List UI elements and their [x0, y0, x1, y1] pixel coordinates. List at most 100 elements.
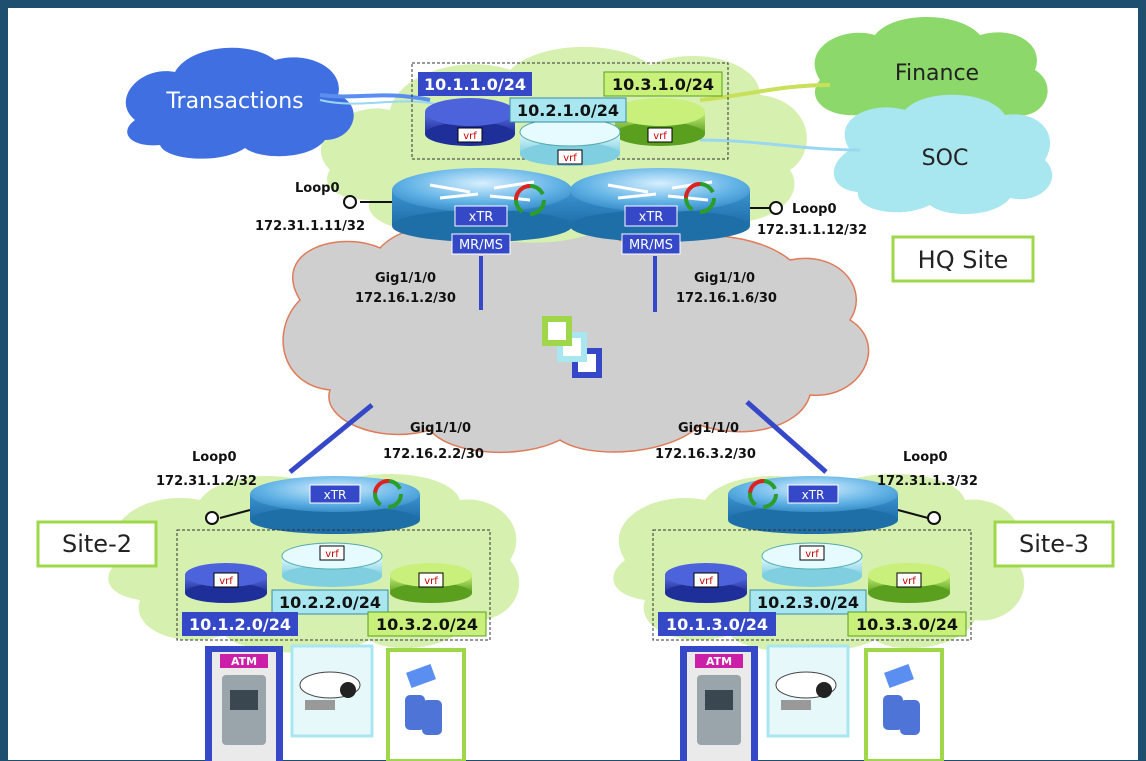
site2-camera-icon: [290, 644, 374, 738]
site3-subnet-3: [847, 611, 967, 637]
site3-loop-icon: [927, 511, 941, 525]
soc-link: [699, 138, 861, 152]
site3-subnet-1: [658, 612, 776, 636]
site2-sync-icon: [373, 479, 403, 509]
site2-loop-icon: [205, 511, 219, 525]
svg-text:xTR: xTR: [324, 488, 347, 502]
hq-subnet-1: [418, 72, 532, 96]
svg-text:Gig1/1/0: Gig1/1/0: [678, 421, 739, 436]
site3-camera-icon: [766, 644, 850, 738]
svg-text:172.31.1.11/32: 172.31.1.11/32: [255, 219, 365, 234]
hq-vrf-router-blue: vrf: [425, 98, 515, 146]
site3-atm-icon: ATM: [680, 646, 758, 761]
svg-text:Loop0: Loop0: [792, 202, 837, 217]
svg-text:MR/MS: MR/MS: [459, 238, 503, 253]
svg-text:Gig1/1/0: Gig1/1/0: [375, 271, 436, 286]
site3-vrf-router-blue: vrf: [665, 563, 747, 603]
site2-vrf-router-cyan: vrf: [281, 542, 383, 587]
svg-text:10.1.1.0/24: 10.1.1.0/24: [424, 75, 526, 94]
site2-subnet-1: [182, 612, 298, 636]
hq-subnet-2: [509, 97, 627, 123]
site2-vrf-router-blue: vrf: [185, 563, 267, 603]
hq-site-box: [891, 235, 1035, 283]
svg-text:ATM: ATM: [706, 655, 732, 668]
site2-site-box: [36, 520, 158, 568]
transactions-cloud: [125, 47, 354, 159]
svg-text:vrf: vrf: [563, 153, 577, 164]
hq-right-xtr-badge: [624, 205, 678, 227]
svg-text:xTR: xTR: [639, 210, 664, 225]
site3-site-box: [993, 520, 1115, 568]
hq-right-mrms-badge: [621, 233, 681, 255]
svg-text:HQ Site: HQ Site: [918, 246, 1009, 274]
svg-text:MR/MS: MR/MS: [629, 238, 673, 253]
svg-text:vrf: vrf: [219, 576, 233, 587]
hq-subnet-3: [603, 71, 723, 97]
site3-loop-line: [897, 509, 929, 519]
svg-text:vrf: vrf: [653, 131, 667, 142]
transactions-label: Transactions: [165, 89, 303, 114]
svg-text:10.1.3.0/24: 10.1.3.0/24: [666, 615, 768, 634]
svg-text:Gig1/1/0: Gig1/1/0: [410, 421, 471, 436]
site2-vrf-router-green: vrf: [390, 563, 472, 603]
svg-text:172.16.2.2/30: 172.16.2.2/30: [383, 447, 484, 462]
finance-label: Finance: [895, 61, 979, 86]
svg-text:xTR: xTR: [469, 210, 494, 225]
site2-bell-icon: [386, 648, 466, 761]
svg-text:172.31.1.12/32: 172.31.1.12/32: [757, 223, 867, 238]
svg-text:Site-3: Site-3: [1019, 530, 1089, 558]
transactions-link-2: [319, 99, 441, 106]
svg-text:ATM: ATM: [231, 655, 257, 668]
hq-left-sync-icon: [514, 184, 546, 216]
svg-text:Gig1/1/0: Gig1/1/0: [694, 271, 755, 286]
site2-atm-icon: ATM: [205, 646, 283, 761]
hq-right-xtr-router: [570, 168, 750, 242]
center-vrf-stack-icon: [542, 316, 602, 378]
hq-left-xtr-badge: [454, 205, 508, 227]
site2-loop-line: [219, 509, 251, 519]
svg-text:xTR: xTR: [802, 488, 825, 502]
site3-gig-link: [745, 400, 828, 474]
svg-text:172.31.1.3/32: 172.31.1.3/32: [877, 474, 978, 489]
site3-xtr-badge: [787, 484, 839, 504]
hq-vrf-router-green: vrf: [615, 98, 705, 146]
svg-text:10.2.2.0/24: 10.2.2.0/24: [279, 593, 381, 612]
svg-text:Loop0: Loop0: [903, 450, 948, 465]
svg-text:vrf: vrf: [902, 576, 916, 587]
svg-text:10.3.1.0/24: 10.3.1.0/24: [612, 75, 714, 94]
svg-text:10.2.3.0/24: 10.2.3.0/24: [757, 593, 859, 612]
svg-text:vrf: vrf: [463, 131, 477, 142]
site3-bell-icon: [864, 648, 944, 761]
vrf-tag: [457, 127, 483, 143]
svg-text:vrf: vrf: [424, 576, 438, 587]
soc-cloud: [833, 94, 1053, 215]
site2-subnet-2: [271, 589, 389, 615]
finance-link: [699, 83, 831, 102]
svg-text:172.16.3.2/30: 172.16.3.2/30: [655, 447, 756, 462]
svg-text:10.3.2.0/24: 10.3.2.0/24: [376, 615, 478, 634]
svg-text:10.3.3.0/24: 10.3.3.0/24: [856, 615, 958, 634]
hq-vrf-router-cyan: vrf: [519, 117, 621, 166]
site3-sync-icon: [748, 479, 778, 509]
site3-subnet-2: [749, 589, 867, 615]
hq-right-sync-icon: [684, 182, 716, 214]
site3-vrf-router-cyan: vrf: [761, 542, 863, 587]
site2-gig-link: [288, 403, 374, 474]
svg-text:10.1.2.0/24: 10.1.2.0/24: [189, 615, 291, 634]
svg-text:172.31.1.2/32: 172.31.1.2/32: [156, 474, 257, 489]
svg-text:vrf: vrf: [699, 576, 713, 587]
hq-right-loop-icon: [769, 201, 783, 215]
site2-vrf-box: [176, 529, 491, 641]
svg-text:vrf: vrf: [805, 549, 819, 560]
svg-text:vrf: vrf: [325, 549, 339, 560]
hq-left-mrms-badge: [451, 233, 511, 255]
transactions-link: [319, 93, 431, 102]
svg-text:Site-2: Site-2: [62, 530, 132, 558]
svg-text:172.16.1.2/30: 172.16.1.2/30: [355, 291, 456, 306]
svg-text:172.16.1.6/30: 172.16.1.6/30: [676, 291, 777, 306]
site3-vrf-box: [652, 529, 972, 641]
site2-subnet-3: [367, 611, 487, 637]
site2-xtr-badge: [309, 484, 361, 504]
svg-text:Loop0: Loop0: [295, 181, 340, 196]
